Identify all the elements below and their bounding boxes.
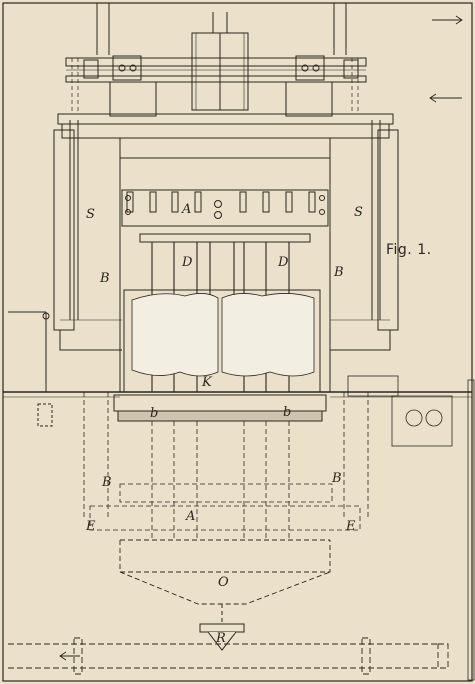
- frame-columns: [69, 3, 381, 320]
- upper-shafts: [65, 57, 367, 83]
- label-b-small-left: b: [150, 406, 159, 421]
- base-plate: [113, 394, 327, 422]
- ground-level: [3, 391, 472, 398]
- label-s-right: S: [354, 205, 363, 220]
- label-e-right: E: [346, 519, 356, 534]
- right-side-mechanism: [347, 375, 475, 681]
- label-b-lower-right: B: [332, 471, 342, 486]
- label-b-upper-left: B: [100, 271, 110, 286]
- flow-arrow-top: [432, 15, 463, 25]
- label-s-left: S: [86, 207, 95, 222]
- bearing-blocks: [83, 55, 359, 81]
- filter-basket: [123, 289, 321, 393]
- motor-blocks: [109, 81, 333, 117]
- candle-tops: [126, 191, 316, 213]
- pipe-arrow: [59, 651, 80, 661]
- underground-structure: [83, 392, 369, 540]
- figure-caption: Fig. 1.: [386, 242, 432, 258]
- label-b-upper-right: B: [334, 265, 344, 280]
- label-r: R: [216, 631, 226, 646]
- label-b-lower-left: B: [102, 475, 112, 490]
- collector: [199, 604, 245, 651]
- label-b-small-right: b: [283, 405, 292, 420]
- hopper: [119, 539, 331, 605]
- upper-head-assembly: [121, 189, 329, 243]
- label-a-lower: A: [186, 509, 196, 524]
- bottom-pipe: [8, 637, 449, 675]
- label-d-right: D: [278, 255, 289, 270]
- fabric-right: [221, 293, 315, 377]
- crossbeam: [57, 113, 394, 139]
- label-o: O: [218, 575, 229, 590]
- label-e-left: E: [86, 519, 96, 534]
- press-housing: [53, 129, 399, 351]
- fabric-left: [131, 293, 219, 377]
- drive-gear: [191, 12, 249, 111]
- label-a-upper: A: [182, 202, 192, 217]
- top-rods: [71, 58, 359, 112]
- flow-arrow-second: [429, 93, 462, 103]
- label-k: K: [202, 375, 212, 390]
- side-lever: [8, 311, 53, 427]
- label-d-left: D: [182, 255, 193, 270]
